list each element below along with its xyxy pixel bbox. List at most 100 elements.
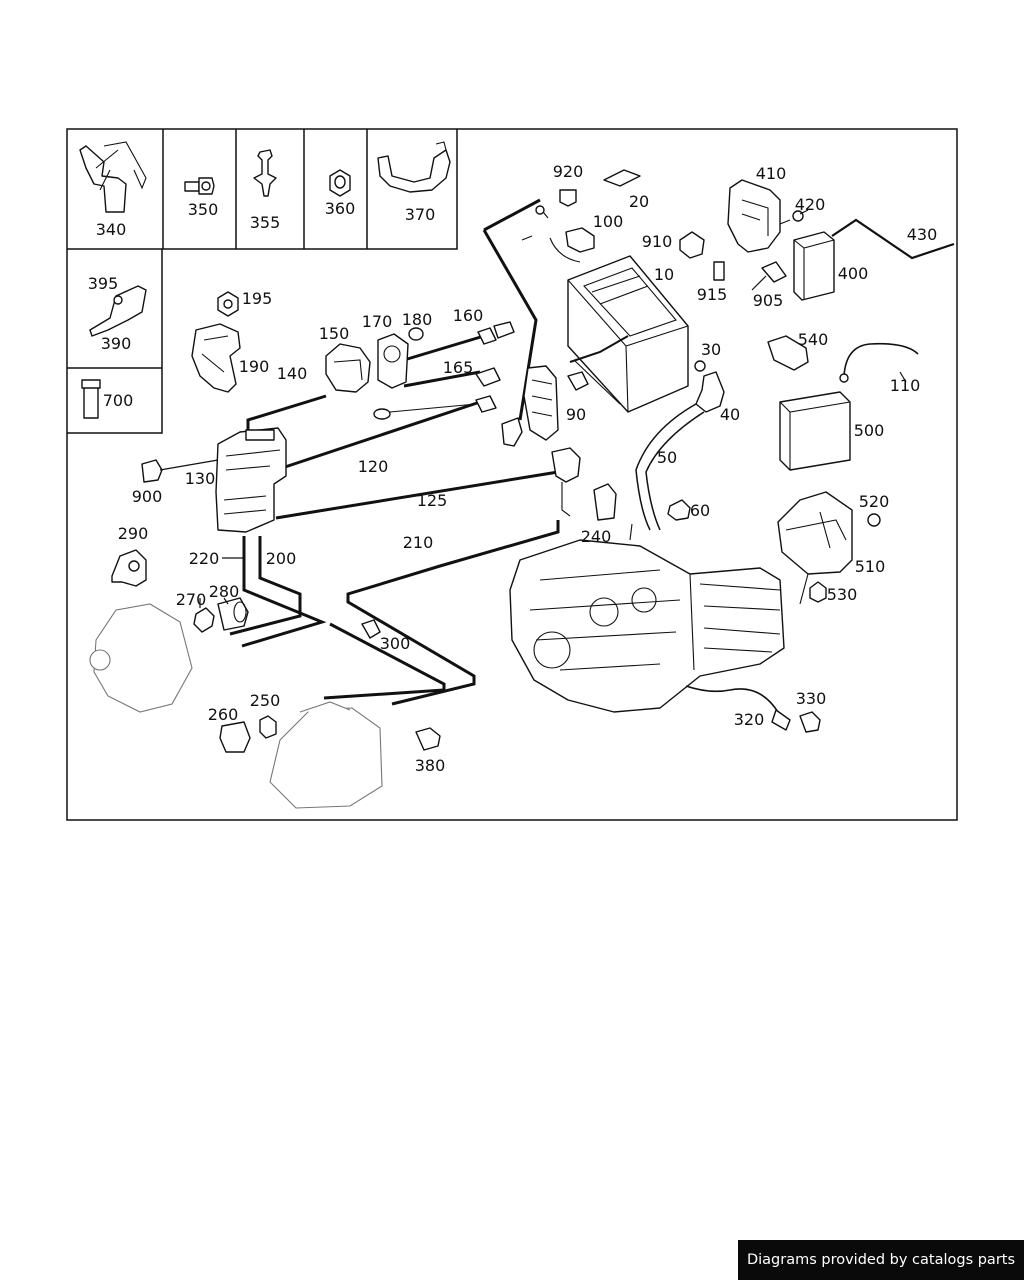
part-410-fusebox xyxy=(727,179,781,253)
label-20: 20 xyxy=(629,192,649,211)
label-300: 300 xyxy=(380,634,411,653)
label-370: 370 xyxy=(405,205,436,224)
label-330: 330 xyxy=(796,689,827,708)
part-540-cover xyxy=(767,335,809,371)
part-270-nut xyxy=(193,607,215,633)
label-500: 500 xyxy=(854,421,885,440)
label-900: 900 xyxy=(132,487,163,506)
part-340-bracket xyxy=(79,141,147,213)
label-260: 260 xyxy=(208,705,239,724)
label-60: 60 xyxy=(690,501,710,520)
part-195-nut xyxy=(217,291,239,317)
label-520: 520 xyxy=(859,492,890,511)
label-30: 30 xyxy=(701,340,721,359)
starter-ghost xyxy=(269,701,383,809)
part-110-cable xyxy=(839,342,919,383)
part-30-terminal xyxy=(694,360,706,372)
part-60-grommet xyxy=(667,499,691,521)
label-280: 280 xyxy=(209,582,240,601)
label-125: 125 xyxy=(417,491,448,510)
label-130: 130 xyxy=(185,469,216,488)
part-520-nut xyxy=(867,513,881,527)
part-160-terminal xyxy=(477,321,515,345)
label-430: 430 xyxy=(907,225,938,244)
label-915: 915 xyxy=(697,285,728,304)
label-340: 340 xyxy=(96,220,127,239)
label-320: 320 xyxy=(734,710,765,729)
inset-grid xyxy=(67,129,458,434)
part-330-bolt xyxy=(799,711,821,733)
part-700-spacer xyxy=(81,379,101,419)
part-90-bracket xyxy=(523,365,589,441)
label-905: 905 xyxy=(753,291,784,310)
part-240-relay xyxy=(551,447,617,521)
part-terminal-clamp xyxy=(501,417,523,447)
label-360: 360 xyxy=(325,199,356,218)
label-150: 150 xyxy=(319,324,350,343)
label-240: 240 xyxy=(581,527,612,546)
part-165-terminal xyxy=(373,367,501,420)
diagram-frame xyxy=(66,128,958,821)
part-250-nut xyxy=(259,715,277,739)
label-400: 400 xyxy=(838,264,869,283)
label-170: 170 xyxy=(362,312,393,331)
part-510-tray xyxy=(777,491,853,605)
part-100-sensor xyxy=(521,205,595,263)
part-labels: 340 350 355 360 370 395 390 700 920 100 … xyxy=(88,162,938,775)
label-50: 50 xyxy=(657,448,677,467)
label-100: 100 xyxy=(593,212,624,231)
part-370-strap xyxy=(377,141,451,193)
part-350-bolt xyxy=(184,177,215,195)
label-420: 420 xyxy=(795,195,826,214)
label-190: 190 xyxy=(239,357,270,376)
label-250: 250 xyxy=(250,691,281,710)
label-390: 390 xyxy=(101,334,132,353)
part-380-clip xyxy=(415,727,441,751)
label-180: 180 xyxy=(402,310,433,329)
label-395: 395 xyxy=(88,274,119,293)
label-290: 290 xyxy=(118,524,149,543)
part-355-clip xyxy=(253,149,277,197)
part-150-cover xyxy=(325,343,371,393)
part-900-clip xyxy=(141,459,219,483)
part-390-bracket xyxy=(89,285,147,337)
part-170-housing xyxy=(377,333,409,389)
label-910: 910 xyxy=(642,232,673,251)
label-380: 380 xyxy=(415,756,446,775)
part-300-clip xyxy=(361,619,381,639)
part-920-clip xyxy=(559,189,577,207)
part-20-plate xyxy=(603,169,641,187)
label-510: 510 xyxy=(855,557,886,576)
part-280-cap xyxy=(217,597,249,631)
engine-transmission-assembly xyxy=(509,523,785,713)
label-410: 410 xyxy=(756,164,787,183)
label-165: 165 xyxy=(443,358,474,377)
label-355: 355 xyxy=(250,213,281,232)
part-180-cap xyxy=(408,327,424,341)
part-530-nut xyxy=(809,581,827,603)
label-350: 350 xyxy=(188,200,219,219)
part-290-bracket xyxy=(111,549,147,587)
label-140: 140 xyxy=(277,364,308,383)
leader-lines xyxy=(199,209,907,608)
label-920: 920 xyxy=(553,162,584,181)
label-110: 110 xyxy=(890,376,921,395)
part-130-fusebox xyxy=(215,427,287,533)
label-540: 540 xyxy=(798,330,829,349)
label-40: 40 xyxy=(720,405,740,424)
label-90: 90 xyxy=(566,405,586,424)
label-195: 195 xyxy=(242,289,273,308)
label-200: 200 xyxy=(266,549,297,568)
part-360-nut xyxy=(329,169,351,197)
part-915-fuse xyxy=(713,261,725,281)
part-910-relay xyxy=(679,231,705,259)
label-530: 530 xyxy=(827,585,858,604)
part-40-connector xyxy=(695,371,725,413)
part-10-battery xyxy=(567,255,689,413)
part-400-module xyxy=(793,231,835,301)
part-320-cable xyxy=(685,685,791,731)
alternator-ghost xyxy=(89,603,193,713)
part-50-hose xyxy=(635,403,705,531)
label-160: 160 xyxy=(453,306,484,325)
